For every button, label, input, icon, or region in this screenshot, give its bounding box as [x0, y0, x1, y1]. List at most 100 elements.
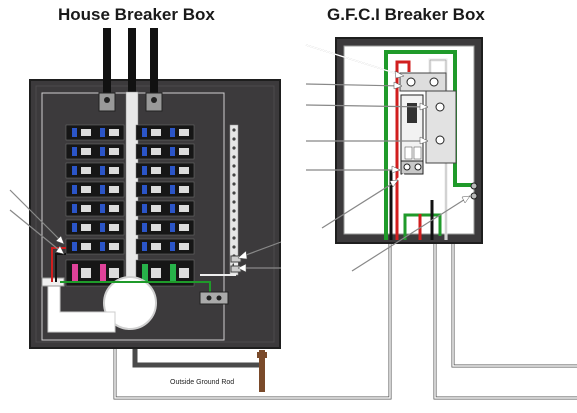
breaker-label-plate [179, 186, 189, 193]
breaker-switch [100, 147, 105, 156]
breaker [65, 143, 125, 160]
bus-terminal [232, 146, 236, 150]
breaker-switch [170, 166, 175, 175]
bus-terminal [232, 191, 236, 195]
breaker-label-plate [109, 186, 119, 193]
breaker-switch [142, 166, 147, 175]
bus-terminal [232, 200, 236, 204]
breaker-label-plate [179, 167, 189, 174]
house-breaker-box-title: House Breaker Box [58, 5, 215, 24]
breaker-switch [100, 166, 105, 175]
wire-label-right: 120 VAC [159, 34, 165, 58]
breaker-switch [142, 242, 147, 251]
breaker-label-plate [151, 186, 161, 193]
breaker-switch [170, 264, 176, 282]
breaker-label-plate [81, 224, 91, 231]
bus-terminal [232, 182, 236, 186]
breaker-switch [170, 147, 175, 156]
breaker [65, 181, 125, 198]
breaker-switch [142, 147, 147, 156]
breaker [65, 238, 125, 255]
bus-terminal [232, 236, 236, 240]
bus-terminal [232, 209, 236, 213]
breaker-label-plate [81, 129, 91, 136]
breaker-label-plate [109, 148, 119, 155]
breaker [135, 143, 195, 160]
breaker-label-plate [151, 243, 161, 250]
breaker-switch [142, 223, 147, 232]
breaker-switch [72, 264, 78, 282]
breaker [65, 219, 125, 236]
breaker-label-plate [81, 205, 91, 212]
wire-label-neutral: Neutral [137, 34, 143, 53]
breaker-label-plate [151, 268, 161, 278]
bus-terminal [232, 164, 236, 168]
bus-terminal [232, 128, 236, 132]
breaker-switch [100, 185, 105, 194]
breaker-label-plate [81, 186, 91, 193]
breaker [65, 124, 125, 141]
breaker-label-plate [151, 148, 161, 155]
knockout-hole [103, 276, 157, 330]
breaker-switch [100, 128, 105, 137]
breaker-switch [72, 166, 77, 175]
breaker-switch [142, 204, 147, 213]
breaker-switch [72, 185, 77, 194]
breaker-label-plate [109, 167, 119, 174]
leader-arrowheads [55, 70, 471, 273]
bus-terminal [232, 173, 236, 177]
breaker-switch [72, 242, 77, 251]
breaker-label-plate [109, 224, 119, 231]
breaker-label-plate [179, 129, 189, 136]
breaker-label-plate [81, 268, 91, 278]
breaker [65, 200, 125, 217]
breaker-switch [72, 223, 77, 232]
ground-rod [259, 350, 265, 392]
breaker-switch [142, 128, 147, 137]
breaker [135, 181, 195, 198]
leader-lines [9, 44, 471, 272]
ground-rod-label: Outside Ground Rod [170, 379, 234, 386]
breaker-label-plate [109, 205, 119, 212]
wire-label-left: 120 VAC [112, 34, 118, 58]
bus-terminal [232, 218, 236, 222]
ground-bar [199, 291, 229, 305]
neutral-bus-terminals [232, 128, 236, 267]
breaker-label-plate [81, 243, 91, 250]
breaker [135, 238, 195, 255]
breaker-switch [170, 185, 175, 194]
breaker [135, 200, 195, 217]
breaker-label-plate [179, 148, 189, 155]
breaker-label-plate [81, 167, 91, 174]
breaker-switch [72, 147, 77, 156]
breaker-label-plate [179, 268, 189, 278]
breaker-switch [170, 128, 175, 137]
breaker-switch [72, 204, 77, 213]
breaker-switch [100, 223, 105, 232]
breaker-switch [72, 128, 77, 137]
breaker-switch [100, 264, 106, 282]
breaker-label-plate [179, 243, 189, 250]
breaker [135, 219, 195, 236]
breaker-label-plate [151, 205, 161, 212]
breaker [135, 162, 195, 179]
breaker-switch [170, 223, 175, 232]
breaker [65, 162, 125, 179]
breaker-label-plate [109, 268, 119, 278]
breaker-switch [170, 204, 175, 213]
breaker-label-plate [151, 129, 161, 136]
breaker-label-plate [179, 205, 189, 212]
bus-terminal [232, 245, 236, 249]
breaker-label-plate [151, 167, 161, 174]
breaker-label-plate [81, 148, 91, 155]
breaker-switch [100, 204, 105, 213]
house-breaker-panel: 120 VAC Neutral 120 VAC [29, 28, 281, 349]
gfci-breaker-box-title: G.F.C.I Breaker Box [327, 5, 485, 24]
breaker-label-plate [151, 224, 161, 231]
breaker-label-plate [109, 243, 119, 250]
bus-terminal [232, 137, 236, 141]
breaker-switch [142, 185, 147, 194]
outgoing-cables [113, 240, 577, 400]
